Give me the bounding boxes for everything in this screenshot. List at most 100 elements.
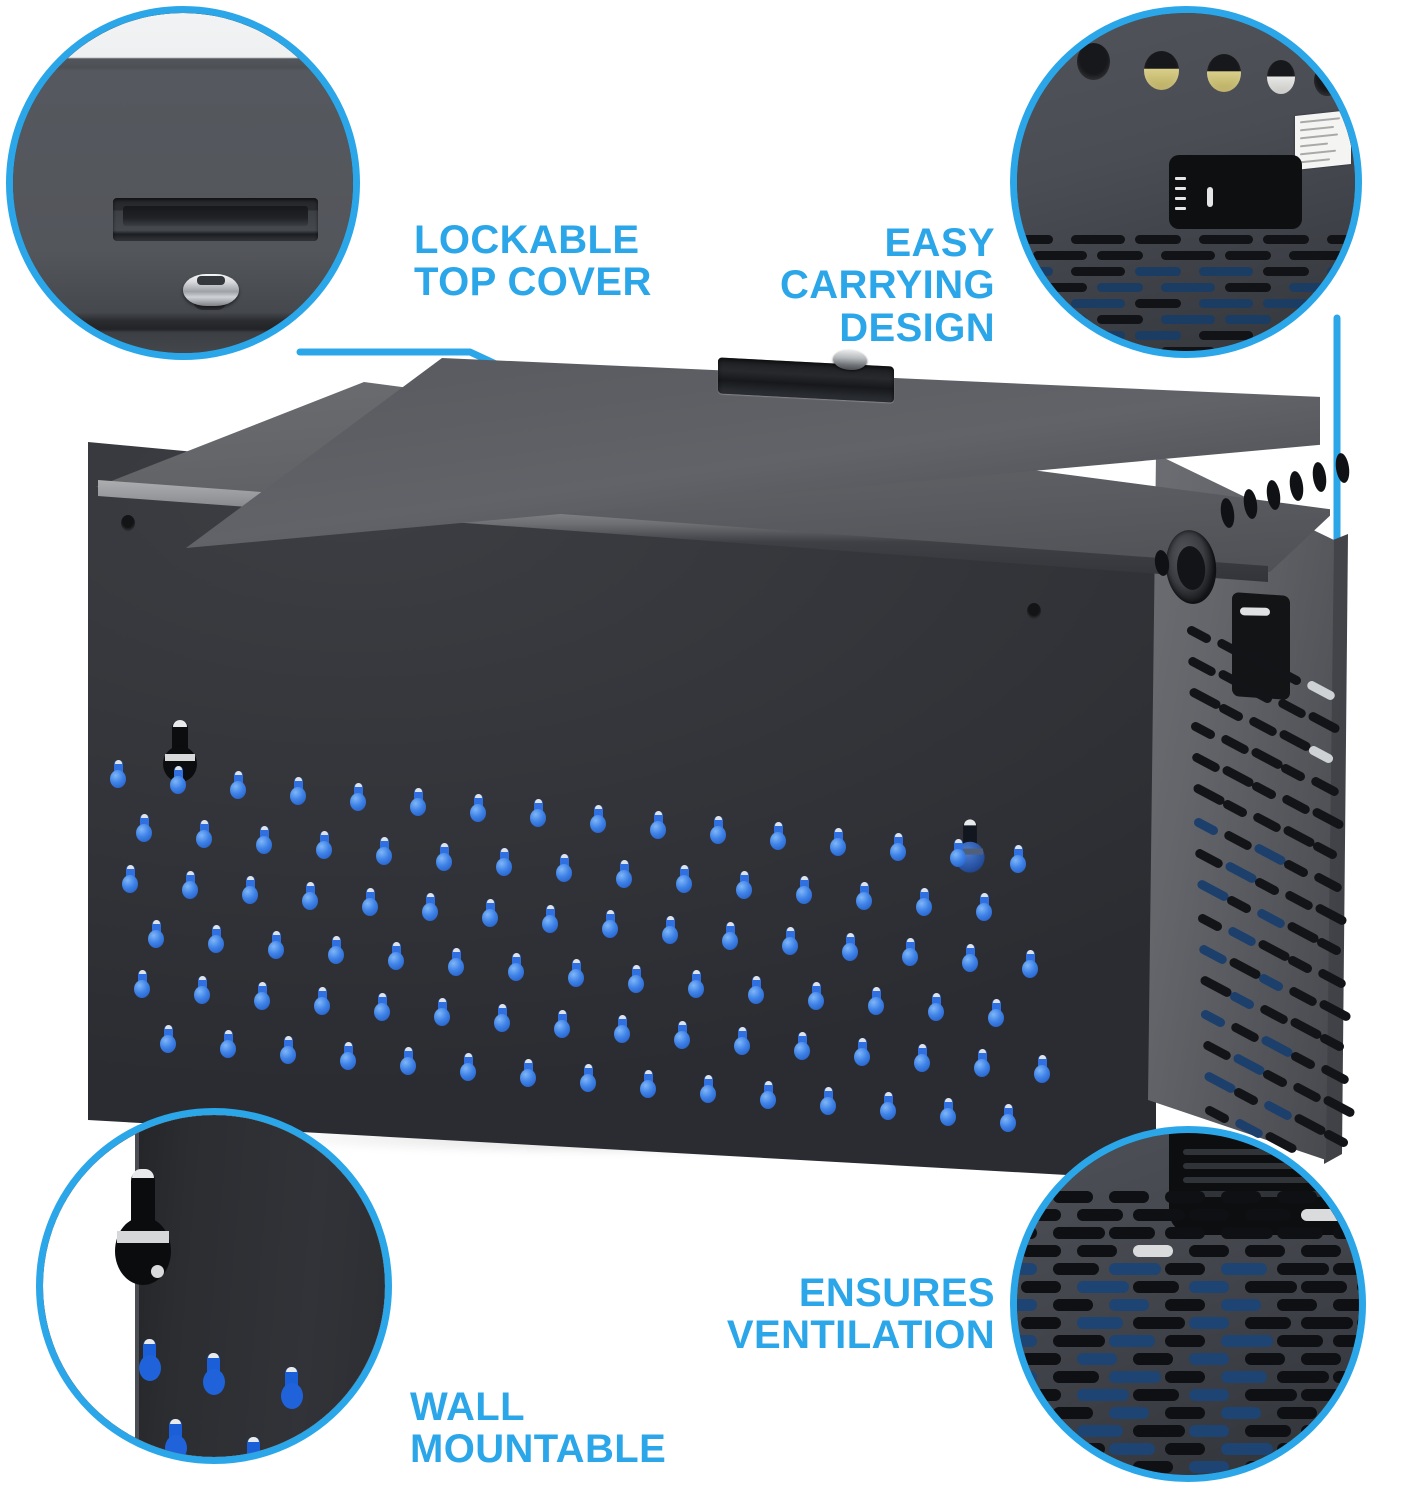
- front-keyhole-peg: [700, 1075, 716, 1104]
- vent-slot: [1263, 267, 1309, 276]
- blue-keyhole-slot-detail: [243, 1437, 265, 1457]
- vent-slot: [1263, 331, 1309, 340]
- vent-slot: [1109, 1263, 1161, 1275]
- vent-slot: [1109, 1371, 1161, 1383]
- vent-slot: [1225, 315, 1271, 324]
- vent-slot: [1189, 1317, 1229, 1329]
- front-keyhole-peg: [496, 848, 512, 877]
- vent-slot: [1133, 1425, 1185, 1437]
- vent-slot: [1017, 267, 1053, 276]
- vent-slot: [1357, 1245, 1359, 1257]
- front-keyhole-peg: [542, 904, 558, 933]
- vent-slot: [1017, 1335, 1037, 1347]
- front-keyhole-peg: [688, 970, 704, 999]
- vent-slot: [1109, 1299, 1149, 1311]
- vent-slot: [1165, 1443, 1205, 1455]
- front-keyhole-peg: [614, 1015, 630, 1044]
- vent-slot: [1133, 1245, 1173, 1257]
- front-keyhole-peg: [460, 1052, 476, 1081]
- front-keyhole-peg: [242, 876, 258, 905]
- vent-slot: [1021, 1425, 1061, 1437]
- front-keyhole-peg: [388, 942, 404, 971]
- front-screw-hole: [121, 515, 135, 531]
- side-vent-hole: [1333, 452, 1352, 484]
- vent-slot: [1097, 251, 1143, 260]
- vent-slot: [1245, 1425, 1291, 1437]
- vent-slot: [1033, 347, 1087, 351]
- vent-slot: [1277, 1443, 1323, 1455]
- callout-label-easy-carrying-design: EASY CARRYING DESIGN: [779, 221, 995, 350]
- vent-slot: [1289, 347, 1343, 351]
- vent-slot: [1277, 1263, 1329, 1275]
- vent-slot: [1245, 1281, 1297, 1293]
- front-keyhole-peg: [734, 1026, 750, 1055]
- front-keyhole-peg: [976, 893, 992, 922]
- vent-slot: [1357, 1281, 1359, 1293]
- front-keyhole-peg: [494, 1004, 510, 1033]
- vent-slot: [1021, 1353, 1061, 1365]
- front-keyhole-peg: [434, 998, 450, 1027]
- front-keyhole-peg: [110, 760, 126, 788]
- vent-slot: [1333, 1335, 1359, 1347]
- vent-slot: [1135, 331, 1181, 340]
- side-vent-hole: [1310, 461, 1329, 493]
- vent-slot: [1021, 1461, 1061, 1473]
- vent-slot: [1333, 1191, 1359, 1203]
- vent-slot: [1097, 283, 1143, 292]
- front-keyhole-peg: [482, 898, 498, 927]
- lock-detail-photo: [13, 13, 353, 353]
- front-keyhole-peg: [302, 882, 318, 911]
- front-keyhole-peg: [962, 944, 978, 973]
- vent-slot: [1033, 251, 1087, 260]
- front-keyhole-peg: [796, 876, 812, 905]
- vent-slot: [1245, 1245, 1285, 1257]
- vent-slot: [1135, 267, 1181, 276]
- front-keyhole-peg: [160, 1024, 176, 1053]
- vent-slot: [1161, 251, 1215, 260]
- vent-slot: [1221, 1227, 1273, 1239]
- vent-slot: [1199, 299, 1253, 308]
- front-keyhole-peg: [376, 837, 392, 865]
- vent-slot: [1017, 1227, 1037, 1239]
- front-keyhole-peg: [556, 853, 572, 882]
- vent-slot: [1263, 299, 1309, 308]
- callout-label-lockable-top-cover: LOCKABLE TOP COVER: [414, 218, 652, 305]
- front-keyhole-peg: [602, 910, 618, 939]
- vent-slot: [1357, 1461, 1359, 1473]
- front-keyhole-peg: [868, 987, 884, 1016]
- vent-slot: [1017, 1191, 1037, 1203]
- vent-slot: [1165, 1371, 1205, 1383]
- vent-slot: [1077, 1245, 1117, 1257]
- vent-slot: [1165, 1299, 1205, 1311]
- front-keyhole-peg: [1022, 949, 1038, 978]
- vent-slot: [1245, 1209, 1291, 1221]
- vent-slot: [1333, 1443, 1359, 1455]
- vent-slot: [1327, 331, 1355, 340]
- vent-slot: [1017, 1443, 1037, 1455]
- front-keyhole-peg: [316, 831, 332, 860]
- front-keyhole-peg: [890, 833, 906, 862]
- vent-slot: [1327, 299, 1355, 308]
- front-keyhole-peg: [1000, 1103, 1016, 1132]
- front-keyhole-peg: [902, 938, 918, 967]
- vent-slot: [1357, 1425, 1359, 1437]
- vent-slot: [1017, 1371, 1037, 1383]
- vent-slot: [1189, 1425, 1229, 1437]
- front-keyhole-peg: [722, 921, 738, 950]
- front-keyhole-peg: [760, 1081, 776, 1110]
- cable-hole-detail: [1207, 54, 1241, 92]
- vent-slot: [1289, 283, 1343, 292]
- vent-slot: [1301, 1209, 1353, 1221]
- vent-slot: [1221, 1299, 1261, 1311]
- vent-slot: [1333, 1407, 1359, 1419]
- vent-slot: [1133, 1281, 1179, 1293]
- front-keyhole-peg: [328, 936, 344, 965]
- vent-slot: [1353, 315, 1355, 324]
- blue-keyhole-slot-detail: [203, 1353, 225, 1401]
- vent-slot: [1053, 1191, 1093, 1203]
- vent-slot: [1053, 1335, 1105, 1347]
- front-keyhole-peg: [916, 887, 932, 916]
- vent-slot: [1097, 347, 1143, 351]
- front-keyhole-peg: [122, 865, 138, 894]
